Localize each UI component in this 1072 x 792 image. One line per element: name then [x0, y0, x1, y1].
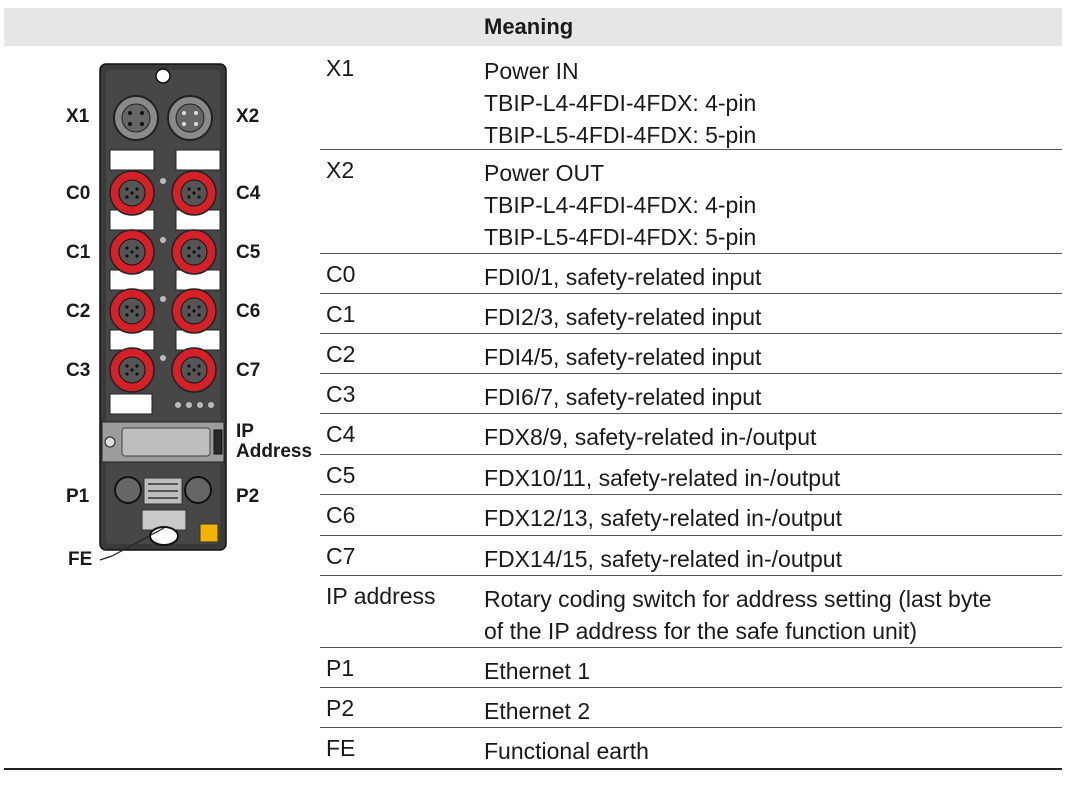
meaning-line: Power OUT — [484, 160, 605, 186]
device-illustration: X1 X2 C0 C4 C1 C5 C2 C6 C3 C7 IP Address… — [60, 58, 320, 578]
row-meaning: FDI6/7, safety-related input — [484, 381, 761, 413]
meaning-line: TBIP-L5-4FDI-4FDX: 5-pin — [484, 224, 757, 250]
row-key: C3 — [326, 381, 356, 407]
row-meaning: Functional earth — [484, 735, 649, 767]
meaning-line: FDI0/1, safety-related input — [484, 264, 762, 290]
meaning-line: TBIP-L4-4FDI-4FDX: 4-pin — [484, 90, 757, 116]
table-header-band — [4, 8, 1062, 46]
label-c0: C0 — [66, 183, 91, 204]
table-row: FE Functional earth — [320, 728, 1062, 764]
label-p1: P1 — [66, 486, 90, 507]
meaning-line: FDI2/3, safety-related input — [484, 304, 762, 330]
row-key: C2 — [326, 341, 356, 367]
row-meaning: Ethernet 2 — [484, 695, 590, 727]
row-key: X2 — [326, 157, 355, 183]
table-row: C6 FDX12/13, safety-related in-/output — [320, 495, 1062, 536]
meaning-line: TBIP-L5-4FDI-4FDX: 5-pin — [484, 122, 757, 148]
label-c3: C3 — [66, 360, 91, 381]
label-ip: IP — [236, 421, 254, 442]
table-row: C4 FDX8/9, safety-related in-/output — [320, 414, 1062, 455]
row-meaning: FDX12/13, safety-related in-/output — [484, 502, 842, 534]
row-key: C5 — [326, 462, 356, 488]
row-meaning: Rotary coding switch for address setting… — [484, 583, 992, 647]
meaning-line: Power IN — [484, 58, 579, 84]
row-key: P1 — [326, 655, 355, 681]
label-p2: P2 — [236, 486, 260, 507]
meaning-line: FDI6/7, safety-related input — [484, 384, 762, 410]
label-x2: X2 — [236, 106, 260, 127]
row-meaning: FDX10/11, safety-related in-/output — [484, 462, 840, 494]
label-c5: C5 — [236, 242, 261, 263]
row-meaning: FDX8/9, safety-related in-/output — [484, 421, 816, 453]
meaning-line: FDX8/9, safety-related in-/output — [484, 424, 817, 450]
meaning-line: of the IP address for the safe function … — [484, 618, 918, 644]
row-key: IP address — [326, 583, 436, 609]
table-row: C1 FDI2/3, safety-related input — [320, 294, 1062, 334]
meaning-line: Functional earth — [484, 738, 649, 764]
row-key: P2 — [326, 695, 355, 721]
device-drawing — [99, 63, 227, 561]
meaning-line: TBIP-L4-4FDI-4FDX: 4-pin — [484, 192, 757, 218]
row-key: C0 — [326, 261, 356, 287]
label-c1: C1 — [66, 242, 91, 263]
label-c4: C4 — [236, 183, 261, 204]
meaning-line: Ethernet 2 — [484, 698, 591, 724]
column-header-meaning: Meaning — [484, 14, 574, 39]
row-key: C6 — [326, 502, 356, 528]
table-row: C3 FDI6/7, safety-related input — [320, 374, 1062, 414]
meaning-line: FDX12/13, safety-related in-/output — [484, 505, 842, 531]
table-row: P2 Ethernet 2 — [320, 688, 1062, 728]
row-meaning: FDI4/5, safety-related input — [484, 341, 761, 373]
label-c7: C7 — [236, 360, 261, 381]
row-key: C1 — [326, 301, 356, 327]
table-row: C0 FDI0/1, safety-related input — [320, 254, 1062, 294]
label-c2: C2 — [66, 301, 91, 322]
row-meaning: Ethernet 1 — [484, 655, 590, 687]
label-address: Address — [236, 441, 313, 462]
x1-connector — [113, 95, 159, 141]
row-key: C4 — [326, 421, 356, 447]
table-row: P1 Ethernet 1 — [320, 648, 1062, 688]
row-key: C7 — [326, 543, 356, 569]
table-row: IP address Rotary coding switch for addre… — [320, 576, 1062, 648]
row-meaning: FDI2/3, safety-related input — [484, 301, 761, 333]
row-meaning: FDX14/15, safety-related in-/output — [484, 543, 842, 575]
row-meaning: FDI0/1, safety-related input — [484, 261, 761, 293]
label-c6: C6 — [236, 301, 261, 322]
label-fe: FE — [68, 549, 93, 570]
table-row: C2 FDI4/5, safety-related input — [320, 334, 1062, 374]
meaning-line: FDI4/5, safety-related input — [484, 344, 762, 370]
meaning-line: FDX10/11, safety-related in-/output — [484, 465, 841, 491]
x2-connector — [167, 95, 213, 141]
table-row: C5 FDX10/11, safety-related in-/output — [320, 455, 1062, 495]
row-key: FE — [326, 735, 356, 761]
meaning-line: Rotary coding switch for address setting… — [484, 586, 992, 612]
table-row: C7 FDX14/15, safety-related in-/output — [320, 536, 1062, 576]
meaning-line: FDX14/15, safety-related in-/output — [484, 546, 842, 572]
table-bottom-rule — [4, 768, 1062, 770]
row-key: X1 — [326, 55, 355, 81]
meaning-line: Ethernet 1 — [484, 658, 591, 684]
label-x1: X1 — [66, 106, 90, 127]
